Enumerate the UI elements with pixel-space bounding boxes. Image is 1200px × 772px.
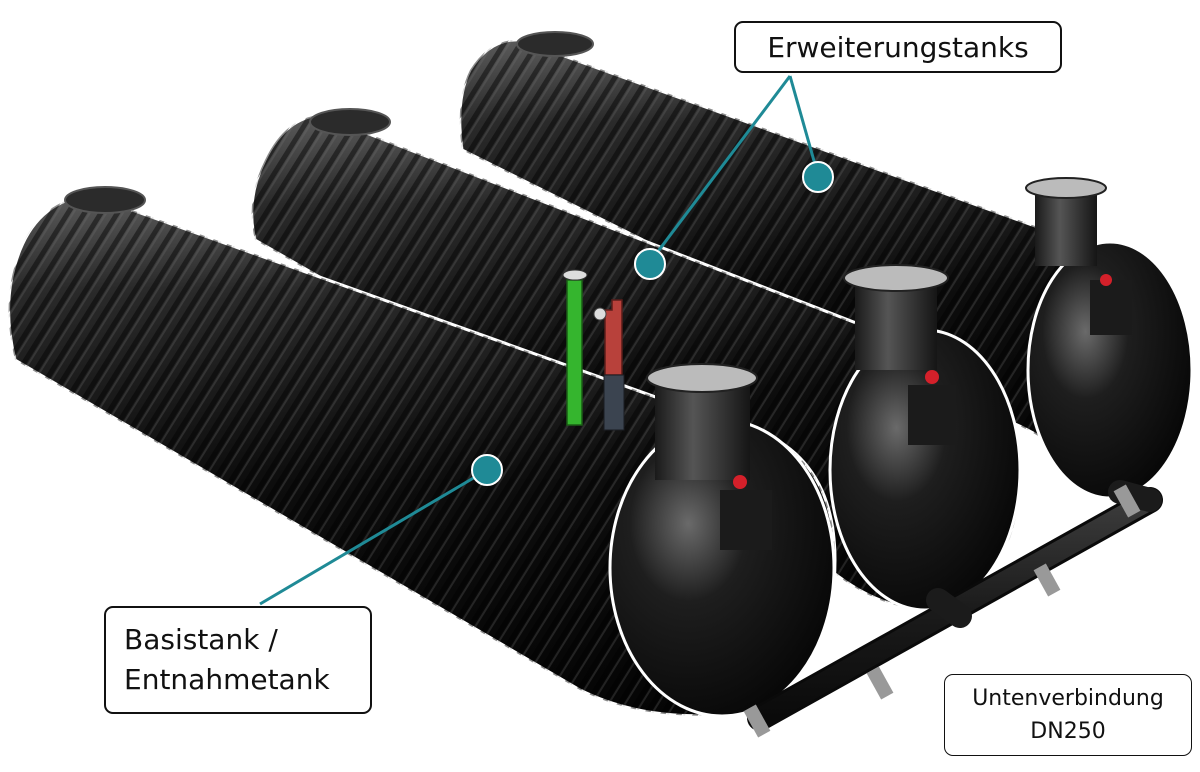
label-connection-line1: Untenverbindung: [972, 686, 1164, 711]
extension-tank-back: [458, 31, 1194, 502]
label-bottom-connection: Untenverbindung DN250: [944, 674, 1192, 756]
pipe-icon: [562, 269, 625, 431]
extension-tank-middle: [250, 108, 1022, 612]
label-base-tank: Basistank / Entnahmetank: [104, 606, 372, 714]
label-base-line1: Basistank /: [124, 623, 278, 656]
bottom-connection-pipe: [743, 480, 1163, 738]
dome-shaft-icon: [646, 177, 1132, 550]
label-extension-tanks: Erweiterungstanks: [734, 21, 1062, 73]
base-tank: [7, 186, 837, 718]
label-base-line2: Entnahmetank: [124, 663, 330, 696]
label-connection-line2: DN250: [1030, 719, 1106, 744]
label-extension-text: Erweiterungstanks: [767, 30, 1029, 64]
callout-dot-icon: [259, 75, 834, 606]
